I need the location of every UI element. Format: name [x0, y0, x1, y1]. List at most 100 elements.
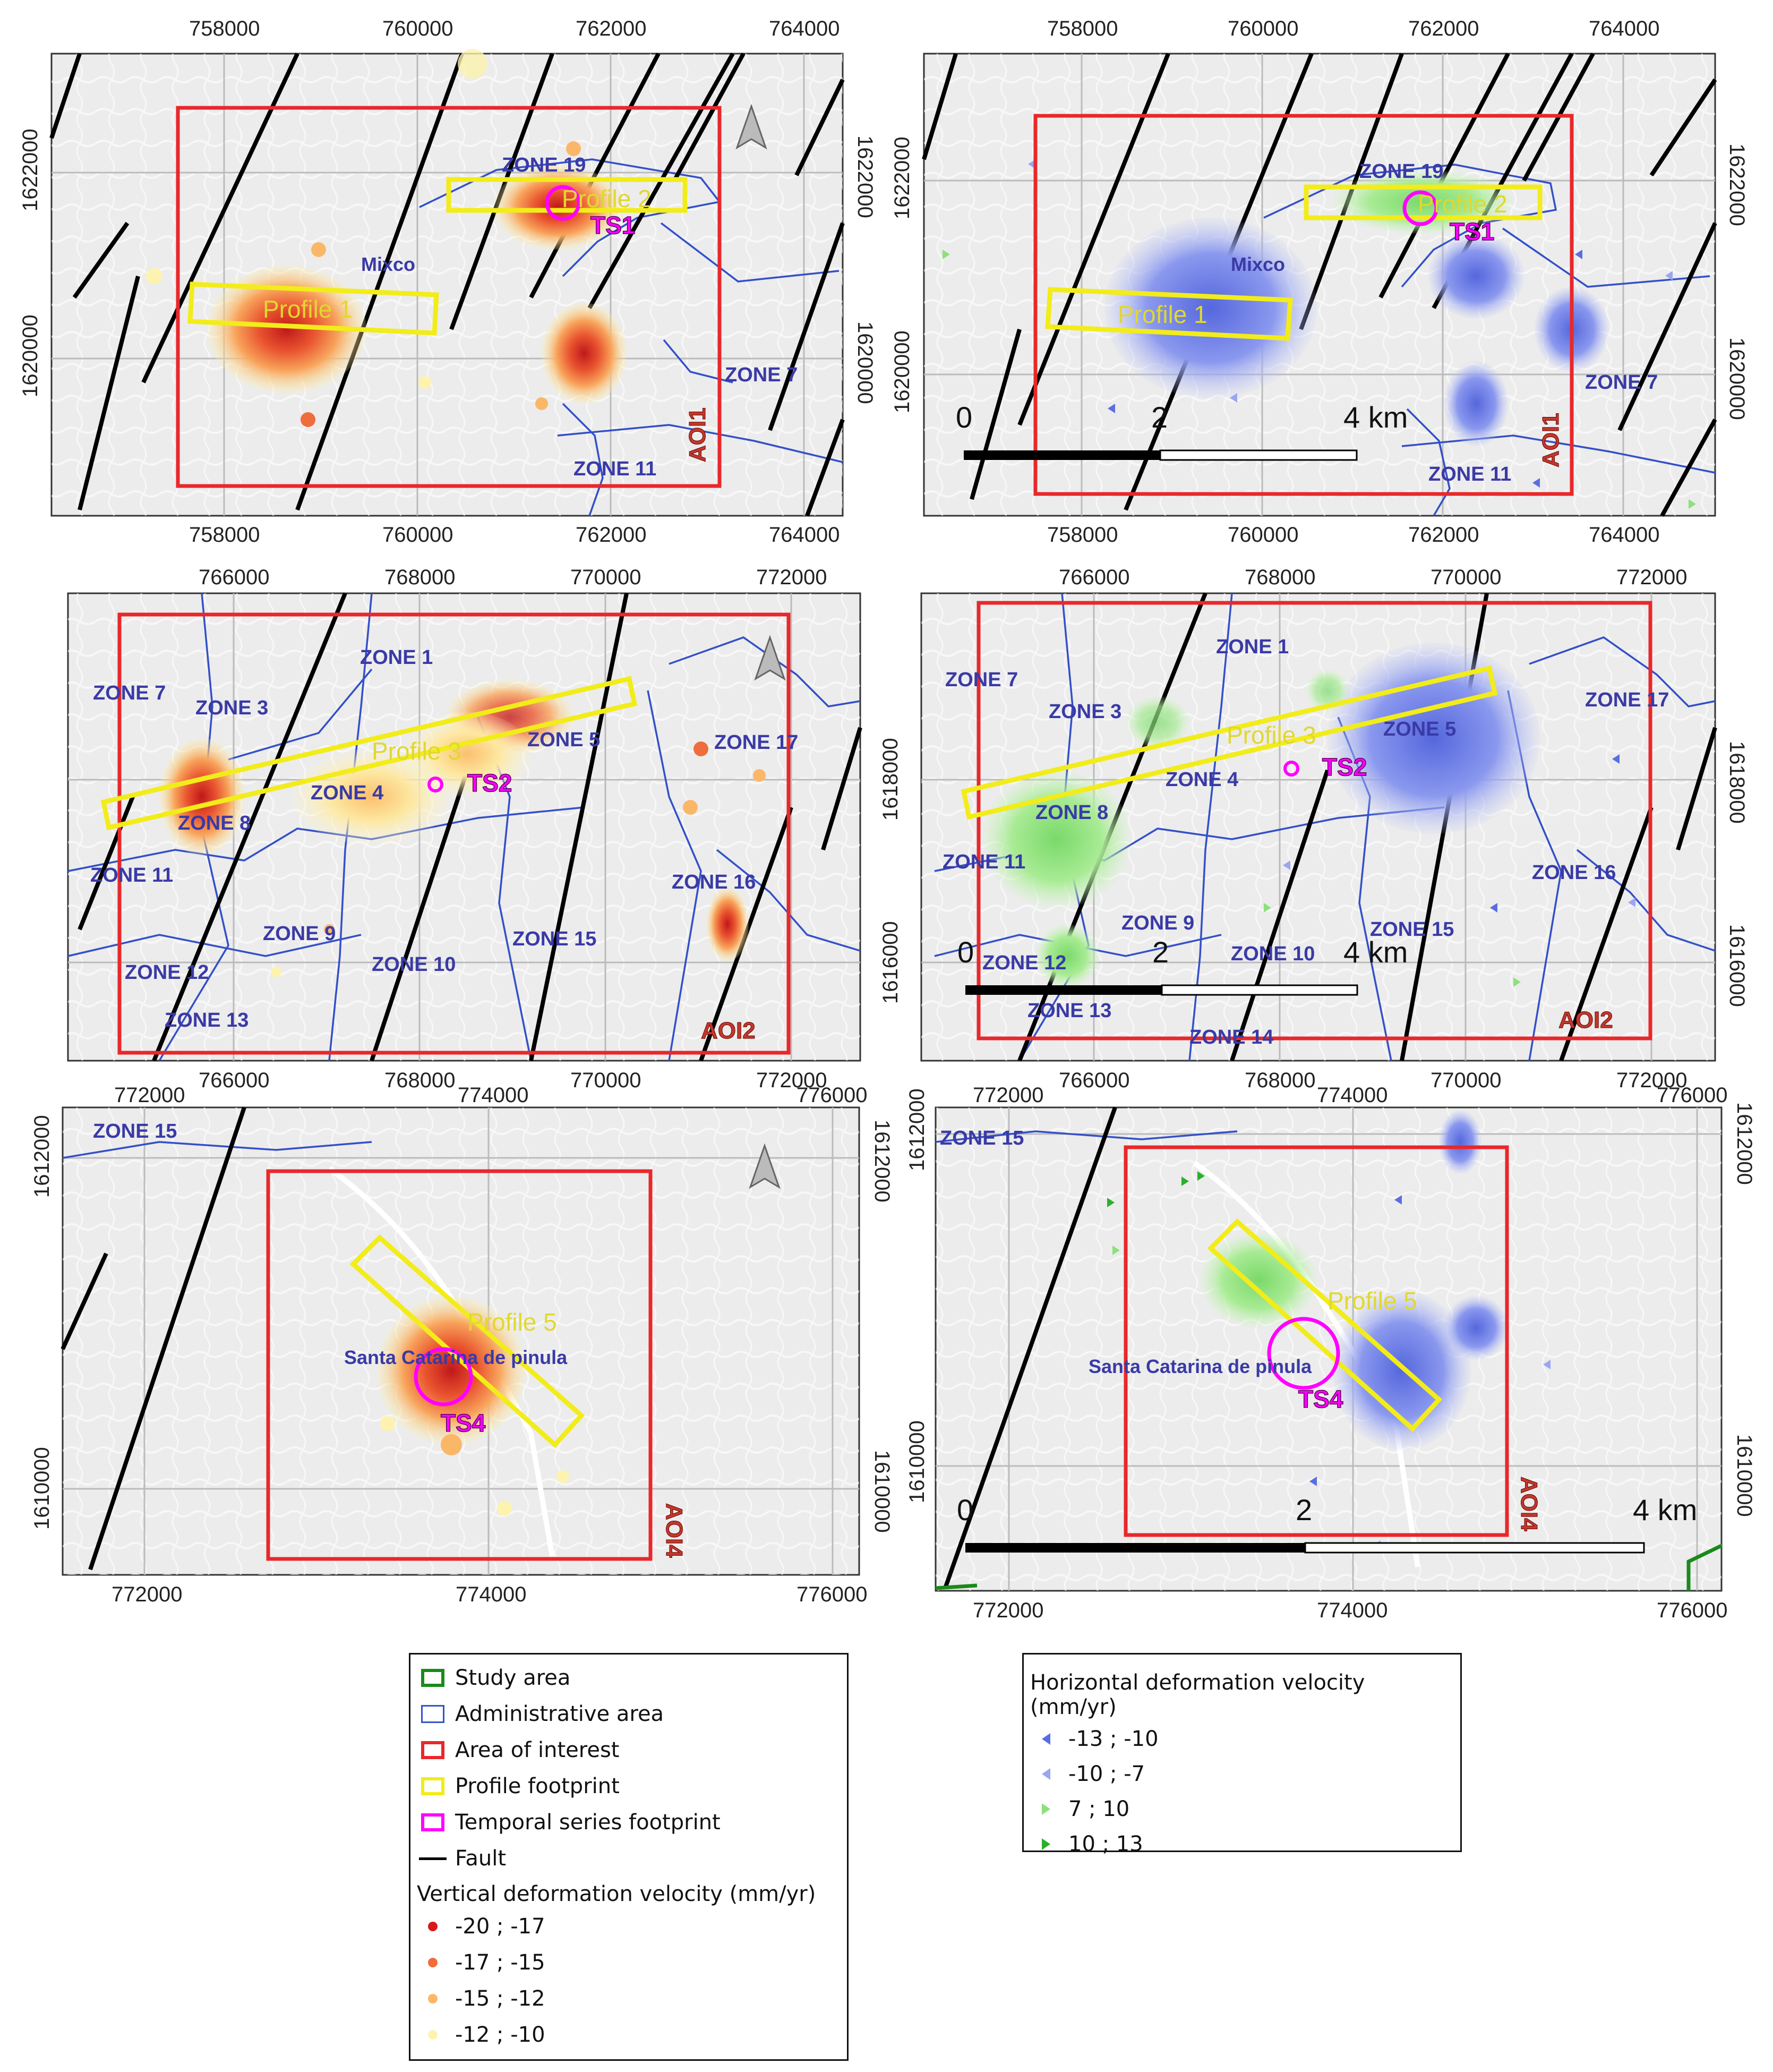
svg-text:758000: 758000: [1047, 523, 1118, 547]
svg-text:ZONE 5: ZONE 5: [1383, 718, 1456, 740]
svg-text:774000: 774000: [1317, 1084, 1387, 1107]
svg-text:ZONE 13: ZONE 13: [165, 1009, 249, 1031]
svg-text:ZONE 9: ZONE 9: [263, 923, 336, 945]
svg-text:1620000: 1620000: [19, 314, 42, 397]
svg-text:Profile 2: Profile 2: [1418, 190, 1508, 218]
svg-text:ZONE 1: ZONE 1: [360, 646, 433, 669]
svg-text:4 km: 4 km: [1633, 1493, 1697, 1527]
svg-text:1618000: 1618000: [1725, 741, 1749, 824]
administrative-area-swatch: [421, 1705, 444, 1723]
panel-3-vertical-aoi2: Profile 3 TS2 ZONE 1 ZONE 7 ZONE 3 ZONE …: [67, 566, 862, 1092]
svg-text:ZONE 12: ZONE 12: [125, 961, 209, 984]
svg-text:772000: 772000: [112, 1583, 182, 1606]
svg-text:1610000: 1610000: [1733, 1434, 1756, 1517]
area-of-interest: [176, 106, 722, 488]
svg-text:4 km: 4 km: [1343, 400, 1408, 434]
svg-text:ZONE 1: ZONE 1: [1216, 636, 1289, 658]
panel-5-vertical-aoi4: Profile 5 TS4 Santa Catarina de pinula Z…: [30, 1084, 894, 1606]
svg-text:760000: 760000: [382, 523, 453, 547]
svg-text:ZONE 19: ZONE 19: [1359, 160, 1443, 183]
temporal-series-footprint: [545, 185, 581, 221]
svg-text:TS2: TS2: [1322, 753, 1367, 781]
svg-text:764000: 764000: [769, 523, 840, 547]
svg-text:ZONE 8: ZONE 8: [1035, 801, 1108, 824]
svg-text:ZONE 16: ZONE 16: [672, 871, 756, 893]
svg-text:ZONE 3: ZONE 3: [1049, 701, 1121, 723]
svg-text:ZONE 7: ZONE 7: [1585, 371, 1658, 394]
svg-text:ZONE 15: ZONE 15: [1370, 918, 1454, 941]
y-axis-ticks: 1622000 1620000 1622000 1620000: [19, 129, 877, 404]
svg-text:776000: 776000: [796, 1084, 867, 1107]
svg-text:1620000: 1620000: [853, 321, 877, 404]
svg-text:AOI1: AOI1: [1538, 413, 1564, 467]
legend-vertical-class: -12 ; -10: [410, 2017, 847, 2053]
main-legend: Study area Administrative area Area of i…: [409, 1653, 849, 2061]
svg-text:ZONE 4: ZONE 4: [311, 782, 383, 804]
svg-text:766000: 766000: [199, 1069, 269, 1092]
svg-text:ZONE 8: ZONE 8: [178, 812, 251, 834]
temporal-series-swatch: [421, 1813, 444, 1831]
svg-text:AOI4: AOI4: [661, 1503, 687, 1558]
svg-text:ZONE 5: ZONE 5: [527, 729, 600, 751]
svg-text:ZONE 15: ZONE 15: [93, 1120, 177, 1142]
zone-label: ZONE 19: [502, 154, 586, 176]
profile-label: Profile 1: [263, 295, 353, 323]
legend-horizontal-class: -13 ; -10: [1024, 1721, 1460, 1756]
svg-text:766000: 766000: [199, 566, 269, 589]
svg-text:1622000: 1622000: [853, 135, 877, 218]
svg-text:762000: 762000: [1408, 17, 1479, 40]
svg-text:770000: 770000: [1431, 1069, 1501, 1092]
svg-text:0: 0: [957, 1493, 973, 1527]
svg-text:0: 0: [957, 935, 974, 969]
svg-text:TS2: TS2: [467, 769, 512, 797]
svg-text:1620000: 1620000: [890, 330, 914, 413]
dot-icon: [428, 1994, 438, 2003]
svg-text:TS4: TS4: [1298, 1385, 1343, 1413]
legend-item-administrative-area: Administrative area: [410, 1696, 847, 1732]
svg-text:Profile 3: Profile 3: [372, 737, 461, 765]
svg-text:762000: 762000: [1408, 523, 1479, 547]
svg-text:ZONE 12: ZONE 12: [982, 952, 1066, 974]
svg-text:Profile 3: Profile 3: [1227, 721, 1316, 749]
svg-text:Profile 1: Profile 1: [1118, 301, 1207, 328]
scale-bar: 0 2 4 km: [956, 400, 1408, 461]
svg-text:ZONE 10: ZONE 10: [372, 953, 456, 976]
panel-4-horizontal-aoi2: Profile 3 TS2 ZONE 1 ZONE 7 ZONE 3 ZONE …: [879, 566, 1749, 1092]
svg-text:TS1: TS1: [1450, 218, 1494, 245]
svg-text:758000: 758000: [189, 523, 260, 547]
dot-icon: [428, 2030, 438, 2040]
legend-item-profile-footprint: Profile footprint: [410, 1768, 847, 1804]
svg-text:768000: 768000: [384, 1069, 455, 1092]
svg-text:776000: 776000: [796, 1583, 867, 1606]
svg-text:760000: 760000: [1228, 17, 1298, 40]
svg-text:758000: 758000: [189, 17, 260, 40]
legend-item-fault: Fault: [410, 1840, 847, 1877]
legend-vertical-class: -20 ; -17: [410, 1908, 847, 1945]
svg-text:ZONE 17: ZONE 17: [1585, 689, 1669, 711]
svg-text:770000: 770000: [570, 566, 641, 589]
town-label: Mixco: [361, 253, 415, 275]
zone-label: ZONE 11: [573, 458, 656, 480]
svg-text:ZONE 15: ZONE 15: [512, 928, 596, 950]
svg-text:AOI2: AOI2: [701, 1018, 756, 1044]
svg-text:ZONE 16: ZONE 16: [1532, 862, 1616, 884]
svg-text:ZONE 7: ZONE 7: [945, 669, 1018, 691]
svg-text:Mixco: Mixco: [1231, 253, 1285, 275]
svg-text:1622000: 1622000: [1725, 143, 1749, 226]
triangle-left-icon: [1042, 1768, 1050, 1780]
svg-text:2: 2: [1296, 1493, 1312, 1527]
svg-text:770000: 770000: [570, 1069, 641, 1092]
horizontal-legend: Horizontal deformation velocity (mm/yr) …: [1022, 1653, 1462, 1856]
aoi-label: AOI1: [684, 407, 710, 462]
svg-text:TS4: TS4: [441, 1409, 486, 1437]
svg-text:1612000: 1612000: [30, 1115, 54, 1198]
svg-text:ZONE 15: ZONE 15: [940, 1127, 1024, 1149]
svg-text:772000: 772000: [756, 566, 827, 589]
ts-label: TS1: [590, 211, 635, 239]
svg-text:ZONE 14: ZONE 14: [1189, 1026, 1273, 1048]
study-area-swatch: [421, 1669, 444, 1687]
svg-text:772000: 772000: [973, 1084, 1043, 1107]
svg-text:2: 2: [1151, 400, 1168, 434]
